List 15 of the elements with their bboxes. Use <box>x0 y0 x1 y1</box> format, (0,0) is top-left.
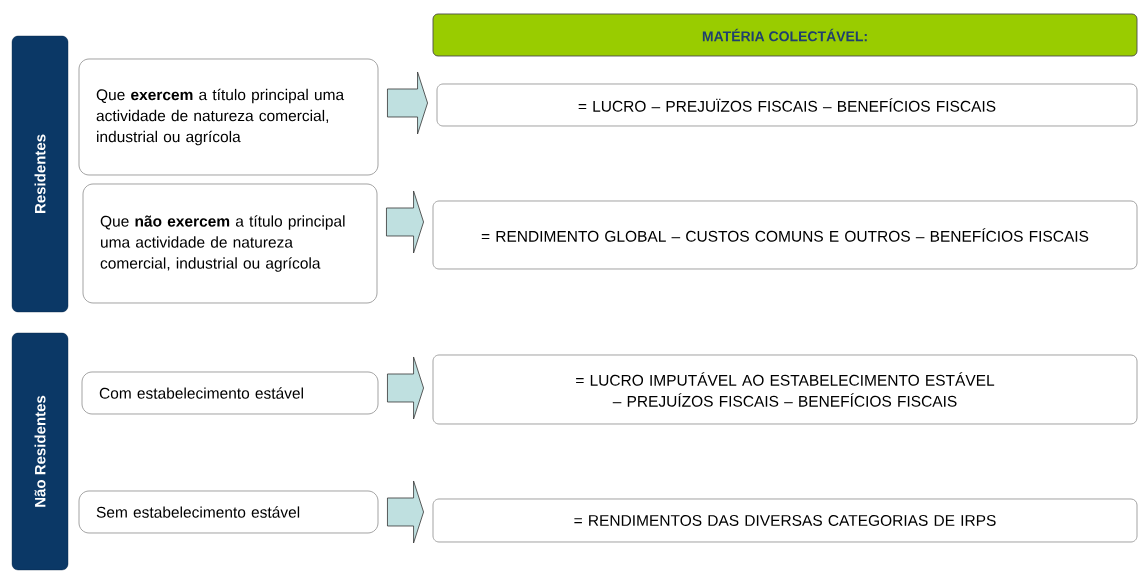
condition-box: Sem estabelecimento estável <box>78 490 379 534</box>
block-arrow <box>386 190 424 254</box>
header-bar: MATÉRIA COLECTÁVEL: <box>432 13 1138 57</box>
condition-box: Que não exercem a título principal uma actividade de natureza comercial, industrial ou agrícola <box>82 183 378 304</box>
block-arrow <box>387 356 424 420</box>
formula-box: = RENDIMENTOS DAS DIVERSAS CATEGORIAS DE IRPS <box>432 498 1138 543</box>
condition-box: Com estabelecimento estável <box>81 371 379 415</box>
block-arrow <box>387 71 428 135</box>
formula-box: = LUCRO IMPUTÁVEL AO ESTABELECIMENTO ESTÁVEL – PREJUÍZOS FISCAIS – BENEFÍCIOS FISCAIS <box>432 354 1138 425</box>
category-band: Residentes <box>11 35 69 313</box>
category-band: Não Residentes <box>11 332 69 571</box>
condition-box: Que exercem a título principal uma actividade de natureza comercial, industrial ou agrícola <box>78 58 379 176</box>
block-arrow <box>387 480 424 544</box>
formula-box: = RENDIMENTO GLOBAL – CUSTOS COMUNS E OUTROS – BENEFÍCIOS FISCAIS <box>432 200 1138 270</box>
formula-box: = LUCRO – PREJUÏZOS FISCAIS – BENEFÍCIOS FISCAIS <box>436 83 1138 127</box>
